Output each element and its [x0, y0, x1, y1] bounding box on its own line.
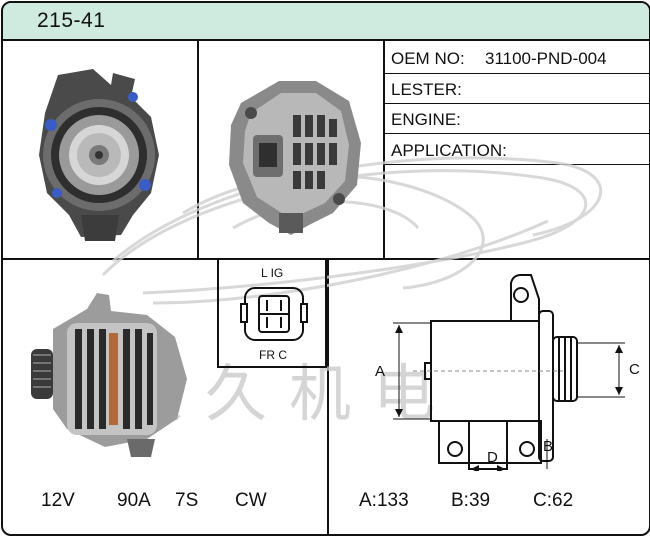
- dimension-b-value: B:39: [451, 490, 491, 511]
- groove-value: 7S: [175, 490, 199, 511]
- engine-label: ENGINE:: [391, 110, 461, 129]
- part-number-title: 215-41: [37, 9, 106, 32]
- oem-value: 31100-PND-004: [485, 49, 607, 68]
- alternator-rear-image: [229, 81, 361, 235]
- lester-label: LESTER:: [391, 80, 462, 99]
- divider-bottom-vertical: [327, 258, 329, 534]
- dimension-c-value: C:62: [533, 490, 574, 511]
- connector-plug-icon: [240, 287, 308, 341]
- info-row-line-4: [383, 164, 649, 165]
- dimension-drawing: [393, 274, 625, 471]
- rotation-value: CW: [235, 490, 267, 511]
- dimension-b-label: B: [543, 438, 554, 455]
- connector-bottom-label: FR C: [259, 348, 287, 362]
- dimension-c-label: C: [629, 361, 640, 378]
- dimension-d-label: D: [487, 449, 498, 466]
- dimension-a-label: A: [375, 363, 386, 380]
- info-row-line-3: [383, 133, 649, 134]
- voltage-value: 12V: [41, 490, 75, 511]
- divider-top-vertical-1: [197, 39, 199, 259]
- header-bar: 215-41: [3, 3, 649, 41]
- oem-label: OEM NO:: [391, 49, 465, 68]
- info-row-line-1: [383, 73, 649, 74]
- dimension-a-value: A:133: [359, 490, 409, 511]
- connector-top-label: L IG: [261, 266, 284, 280]
- alternator-side-image: [31, 293, 187, 457]
- amperage-value: 90A: [117, 490, 151, 511]
- divider-top-vertical-2: [383, 39, 385, 259]
- application-label: APPLICATION:: [391, 141, 507, 160]
- info-row-line-2: [383, 103, 649, 104]
- connector-box: L IG FR C: [217, 260, 327, 368]
- alternator-front-image: [39, 69, 159, 241]
